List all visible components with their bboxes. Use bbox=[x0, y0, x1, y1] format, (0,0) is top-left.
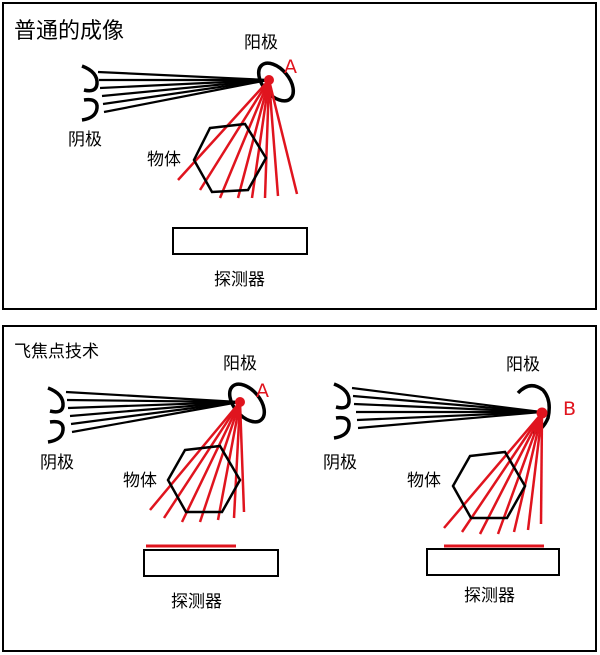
focal-spot-label: A bbox=[284, 56, 297, 78]
panel-title: 普通的成像 bbox=[14, 19, 124, 44]
object-hexagon bbox=[192, 122, 268, 194]
detector-box bbox=[143, 549, 279, 577]
electron-beams bbox=[65, 390, 240, 434]
detector-label: 探测器 bbox=[214, 270, 265, 290]
cathode-label: 阴极 bbox=[68, 130, 102, 150]
cathode-label: 阴极 bbox=[323, 453, 357, 473]
object-label: 物体 bbox=[407, 471, 441, 491]
detector-label: 探测器 bbox=[171, 592, 222, 612]
subdiagram-spot-a: 阴极 阳极 A 物体 bbox=[40, 354, 279, 612]
object-label: 物体 bbox=[123, 471, 157, 491]
cathode-shape bbox=[81, 64, 99, 122]
focal-spot-label: A bbox=[256, 380, 269, 402]
xray-beams bbox=[177, 79, 299, 199]
subdiagram-spot-b: 阴极 阳极 B 物体 bbox=[323, 355, 576, 606]
panel-flying-focal-spot: 飞焦点技术 阴极 阳极 A bbox=[2, 325, 597, 652]
cathode-shape bbox=[47, 386, 65, 444]
focal-spot-label: B bbox=[563, 398, 576, 420]
anode-label: 阳极 bbox=[506, 355, 540, 375]
xray-beams bbox=[443, 412, 544, 535]
detector-label: 探测器 bbox=[464, 586, 515, 606]
anode-label: 阳极 bbox=[244, 33, 278, 53]
object-hexagon bbox=[451, 450, 527, 520]
panel-frame bbox=[2, 2, 597, 310]
cathode-label: 阴极 bbox=[40, 453, 74, 473]
object-hexagon bbox=[166, 444, 242, 514]
panel-frame bbox=[2, 325, 597, 652]
xray-beams bbox=[149, 401, 246, 523]
panel-title: 飞焦点技术 bbox=[14, 342, 99, 362]
detector-box bbox=[172, 227, 308, 255]
panel-normal-imaging: 普通的成像 阴极 阳极 A bbox=[2, 2, 597, 310]
anode-label: 阳极 bbox=[223, 354, 257, 374]
cathode-shape bbox=[333, 382, 351, 440]
object-label: 物体 bbox=[147, 150, 181, 170]
electron-beams bbox=[351, 386, 542, 430]
electron-beams bbox=[97, 70, 269, 114]
detector-box bbox=[426, 548, 560, 576]
